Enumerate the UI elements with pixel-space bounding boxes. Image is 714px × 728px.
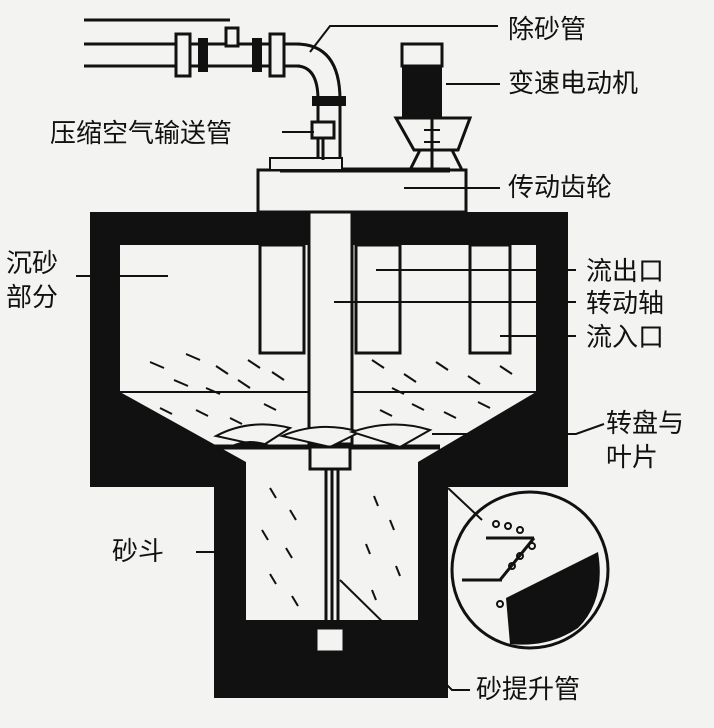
label-transmission-gear: 传动齿轮 [508, 173, 612, 203]
sand-pump [314, 626, 346, 654]
motor-body [402, 66, 442, 118]
motor-cap [400, 42, 444, 68]
label-variable-speed-motor: 变速电动机 [508, 69, 638, 99]
gear-housing [256, 168, 468, 214]
rotating-shaft [307, 210, 354, 446]
label-settling-part-2: 部分 [6, 283, 58, 313]
label-sand-removal-pipe: 除砂管 [508, 15, 586, 45]
label-inlet: 流入口 [586, 323, 664, 353]
label-turntable-blades-1: 转盘与 [606, 409, 684, 439]
label-turntable-blades-2: 叶片 [606, 443, 658, 473]
label-compressed-air-pipe: 压缩空气输送管 [50, 119, 232, 149]
outlet-baffle [354, 243, 402, 355]
label-rotating-shaft: 转动轴 [586, 289, 664, 319]
leader-lines [76, 25, 605, 691]
air-pipe-valve [310, 120, 336, 140]
blade [348, 423, 433, 449]
label-sand-hopper: 砂斗 [112, 537, 164, 567]
blade-detail-inset [450, 490, 610, 650]
inlet-baffle-right [468, 243, 512, 355]
sand-particles [149, 353, 513, 647]
inlet-baffle-left [258, 243, 306, 355]
label-settling-part-1: 沉砂 [6, 249, 58, 279]
tank-wall [90, 212, 568, 698]
shaft-hub [308, 445, 352, 471]
label-sand-lift-pipe: 砂提升管 [476, 675, 580, 705]
label-outlet: 流出口 [586, 257, 664, 287]
blade [213, 423, 293, 448]
